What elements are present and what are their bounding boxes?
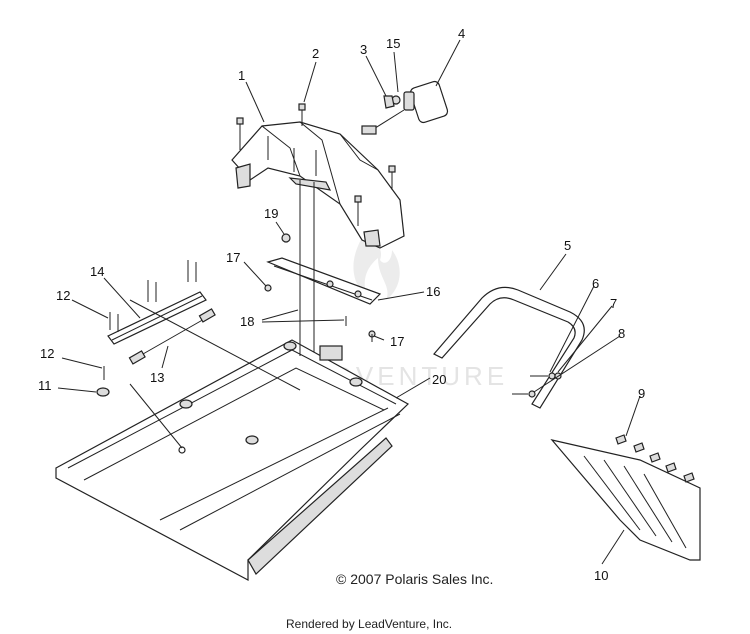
callout-9: 9 <box>638 386 645 401</box>
part-2-bolts <box>236 103 396 226</box>
callout-12b: 12 <box>40 346 54 361</box>
callout-13: 13 <box>150 370 164 385</box>
callout-16: 16 <box>426 284 440 299</box>
copyright-text: © 2007 Polaris Sales Inc. <box>336 571 493 587</box>
callout-17a: 17 <box>226 250 240 265</box>
callout-11: 11 <box>38 378 52 393</box>
callout-5: 5 <box>564 238 571 253</box>
callout-2: 2 <box>312 46 319 61</box>
part-11-plug <box>96 387 110 397</box>
leader-lines <box>57 39 641 565</box>
callout-19: 19 <box>264 206 278 221</box>
callout-15: 15 <box>386 36 400 51</box>
callout-1: 1 <box>238 68 245 83</box>
callout-6: 6 <box>592 276 599 291</box>
callout-3: 3 <box>360 42 367 57</box>
callout-4: 4 <box>458 26 465 41</box>
part-16-bracket <box>266 257 382 305</box>
part-5-grab-handle <box>433 286 585 409</box>
part-13-strap <box>128 308 216 365</box>
callout-17b: 17 <box>390 334 404 349</box>
callout-20: 20 <box>432 372 446 387</box>
callout-14: 14 <box>90 264 104 279</box>
part-14-rail <box>103 260 207 380</box>
callout-12a: 12 <box>56 288 70 303</box>
part-10-snow-flap <box>550 439 701 561</box>
credit-text: Rendered by LeadVenture, Inc. <box>286 617 452 631</box>
part-20-tunnel <box>55 339 410 581</box>
callout-18: 18 <box>240 314 254 329</box>
part-1-seat-support <box>231 121 405 249</box>
callout-8: 8 <box>618 326 625 341</box>
parts-6-7-8-hardware <box>512 372 562 398</box>
callout-10: 10 <box>594 568 608 583</box>
part-9-rivets <box>615 434 695 483</box>
part-4-tail-light <box>361 80 449 135</box>
fasteners <box>264 233 376 342</box>
callout-7: 7 <box>610 296 617 311</box>
callout-numbers: 1 2 3 15 4 19 17 14 12 16 18 17 13 12 11… <box>38 26 645 583</box>
